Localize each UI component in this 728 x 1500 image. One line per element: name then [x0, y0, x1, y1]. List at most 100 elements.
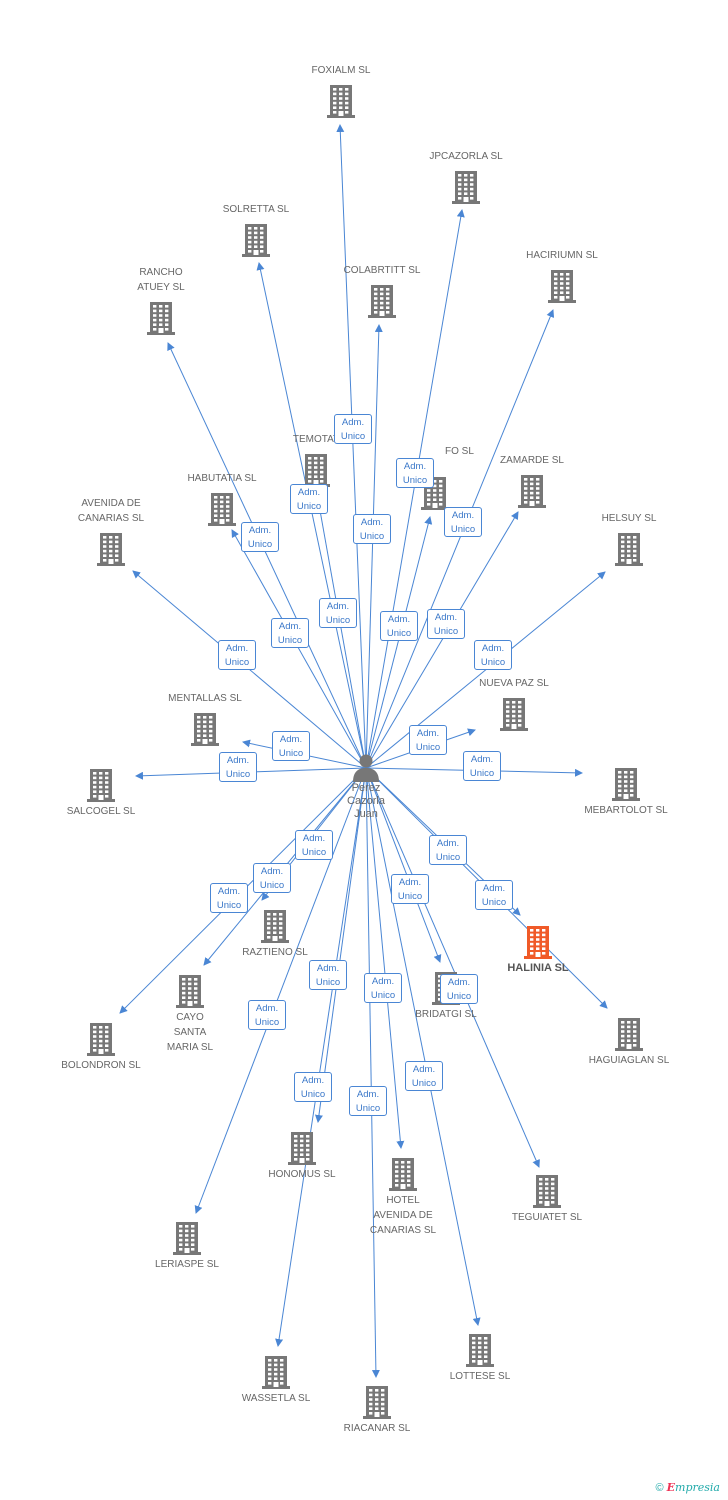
- company-node-foxialm[interactable]: FOXIALM SL: [281, 63, 401, 118]
- relation-type: Unico: [355, 1103, 381, 1114]
- edge-temotat: [315, 487, 367, 769]
- company-node-haciriumn[interactable]: HACIRIUMN SL: [502, 248, 622, 303]
- relation-label-teguiatet[interactable]: Adm.Unico: [440, 974, 478, 1004]
- building-icon: [191, 713, 219, 746]
- company-label: CAYO SANTA MARIA SL: [166, 1012, 214, 1053]
- company-node-avenida[interactable]: AVENIDA DE CANARIAS SL: [51, 496, 171, 566]
- relation-label-haguiaglan[interactable]: Adm.Unico: [429, 835, 467, 865]
- relation-label-mentallas[interactable]: Adm.Unico: [272, 731, 310, 761]
- relation-label-wassetla[interactable]: Adm.Unico: [294, 1072, 332, 1102]
- company-node-bolondron[interactable]: BOLONDRON SL: [41, 1022, 161, 1073]
- relation-role: Adm.: [447, 977, 471, 988]
- relation-label-bolondron[interactable]: Adm.Unico: [295, 830, 333, 860]
- relation-role: Adm.: [326, 601, 350, 612]
- company-node-salcogel[interactable]: SALCOGEL SL: [41, 768, 161, 819]
- company-node-habutatia[interactable]: HABUTATIA SL: [162, 471, 282, 526]
- building-icon: [176, 975, 204, 1008]
- relation-role: Adm.: [416, 728, 440, 739]
- relation-label-solretta[interactable]: Adm.Unico: [290, 484, 328, 514]
- company-node-cayo[interactable]: CAYO SANTA MARIA SL: [130, 974, 250, 1055]
- company-label: BOLONDRON SL: [61, 1060, 141, 1071]
- building-icon: [548, 270, 576, 303]
- relation-label-bridatgi[interactable]: Adm.Unico: [391, 874, 429, 904]
- relation-role: Adm.: [316, 963, 340, 974]
- relation-label-nuevapaz[interactable]: Adm.Unico: [409, 725, 447, 755]
- company-node-haguiaglan[interactable]: HAGUIAGLAN SL: [569, 1017, 689, 1068]
- edge-solretta: [256, 262, 367, 769]
- company-node-teguiatet[interactable]: TEGUIATET SL: [487, 1174, 607, 1225]
- relation-label-colabrtitt[interactable]: Adm.Unico: [353, 514, 391, 544]
- company-label: RIACANAR SL: [343, 1423, 411, 1434]
- relation-label-lottese[interactable]: Adm. Unico: [405, 1061, 443, 1091]
- relation-label-leriaspe[interactable]: Adm.Unico: [248, 1000, 286, 1030]
- relation-label-fo[interactable]: Adm.Unico: [380, 611, 418, 641]
- company-node-solretta[interactable]: SOLRETTA SL: [196, 202, 316, 257]
- relation-label-avenida[interactable]: Adm.Unico: [218, 640, 256, 670]
- building-icon: [302, 454, 330, 487]
- company-label: HONOMUS SL: [268, 1169, 336, 1180]
- company-label: NUEVA PAZ SL: [479, 678, 549, 689]
- relation-label-riacanar[interactable]: Adm.Unico: [349, 1086, 387, 1116]
- relation-role: Adm.: [387, 614, 411, 625]
- edge-hotel: [365, 767, 405, 1149]
- relation-label-jpcazorla[interactable]: Adm.Unico: [396, 458, 434, 488]
- company-node-nuevapaz[interactable]: NUEVA PAZ SL: [454, 676, 574, 731]
- company-node-riacanar[interactable]: RIACANAR SL: [317, 1385, 437, 1436]
- relation-role: Adm.: [260, 866, 284, 877]
- building-icon: [533, 1175, 561, 1208]
- building-icon: [615, 1018, 643, 1051]
- company-label: MEBARTOLOT SL: [584, 805, 668, 816]
- relation-role: Adm.: [470, 754, 494, 765]
- building-icon: [363, 1386, 391, 1419]
- footer-brand: © Empresia: [655, 1481, 720, 1494]
- relation-label-foxialm[interactable]: Adm.Unico: [334, 414, 372, 444]
- relation-role: Adm.: [225, 643, 249, 654]
- relation-type: Unico: [259, 880, 285, 891]
- company-node-helsuy[interactable]: HELSUY SL: [569, 511, 689, 566]
- company-node-rancho[interactable]: RANCHO ATUEY SL: [101, 265, 221, 335]
- company-label: HACIRIUMN SL: [526, 250, 598, 261]
- building-icon: [87, 1023, 115, 1056]
- company-node-hotel[interactable]: HOTEL AVENIDA DE CANARIAS SL: [343, 1157, 463, 1238]
- relation-label-temotat[interactable]: Adm.Unico: [319, 598, 357, 628]
- relation-label-raztieno[interactable]: Adm. Unico: [253, 863, 291, 893]
- center-person-node[interactable]: Perez Cazorla Juan: [336, 752, 396, 821]
- company-label: WASSETLA SL: [241, 1393, 311, 1404]
- company-node-zamarde[interactable]: ZAMARDE SL: [472, 453, 592, 508]
- company-node-colabrtitt[interactable]: COLABRTITT SL: [322, 263, 442, 318]
- relation-label-hotel[interactable]: Adm.Unico: [364, 973, 402, 1003]
- relation-role: Adm.: [481, 643, 505, 654]
- company-label: LOTTESE SL: [449, 1371, 511, 1382]
- relation-label-zamarde[interactable]: Adm.Unico: [427, 609, 465, 639]
- company-node-mentallas[interactable]: MENTALLAS SL: [145, 691, 265, 746]
- relation-role: Adm.: [412, 1064, 436, 1075]
- relation-label-honomus[interactable]: Adm.Unico: [309, 960, 347, 990]
- relation-label-salcogel[interactable]: Adm.Unico: [219, 752, 257, 782]
- relation-label-haciriumn[interactable]: Adm.Unico: [444, 507, 482, 537]
- company-node-jpcazorla[interactable]: JPCAZORLA SL: [406, 149, 526, 204]
- relation-role: Adm.: [398, 877, 422, 888]
- brand-name: mpresia: [675, 1481, 720, 1494]
- relation-type: Unico: [411, 1078, 437, 1089]
- edge-teguiatet: [365, 767, 540, 1168]
- edge-leriaspe: [194, 767, 367, 1214]
- building-icon: [208, 493, 236, 526]
- relation-label-helsuy[interactable]: Adm.Unico: [474, 640, 512, 670]
- relation-label-habutatia[interactable]: Adm.Unico: [271, 618, 309, 648]
- relation-label-cayo[interactable]: Adm.Unico: [210, 883, 248, 913]
- building-icon: [173, 1222, 201, 1255]
- company-node-honomus[interactable]: HONOMUS SL: [242, 1131, 362, 1182]
- company-node-mebartolot[interactable]: MEBARTOLOT SL: [566, 767, 686, 818]
- relation-label-rancho[interactable]: Adm.Unico: [241, 522, 279, 552]
- company-node-leriaspe[interactable]: LERIASPE SL: [127, 1221, 247, 1272]
- relation-type: Unico: [481, 897, 507, 908]
- building-icon: [242, 224, 270, 257]
- company-node-wassetla[interactable]: WASSETLA SL: [216, 1355, 336, 1406]
- company-node-halinia[interactable]: HALINIA SL: [478, 925, 598, 976]
- building-icon: [288, 1132, 316, 1165]
- company-node-lottese[interactable]: LOTTESE SL: [420, 1333, 540, 1384]
- relation-label-mebartolot[interactable]: Adm.Unico: [463, 751, 501, 781]
- relation-label-halinia[interactable]: Adm.Unico: [475, 880, 513, 910]
- company-node-raztieno[interactable]: RAZTIENO SL: [215, 909, 335, 960]
- building-icon: [615, 533, 643, 566]
